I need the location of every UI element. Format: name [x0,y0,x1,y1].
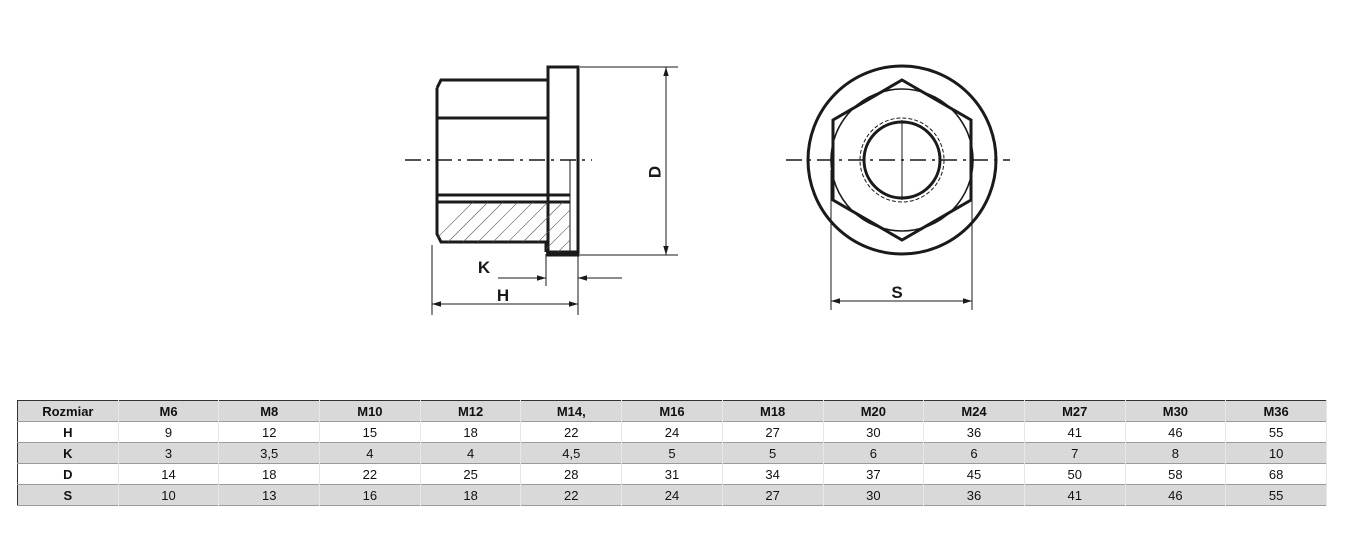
table-header-cell: Rozmiar [17,400,119,422]
table-cell: 3 [118,442,220,464]
table-cell: 22 [520,484,623,506]
table-cell: 7 [1024,442,1126,464]
table-cell: 41 [1024,484,1126,506]
dimension-s-label: S [891,283,902,302]
table-cell: 4,5 [520,442,623,464]
table-row: H 9 12 15 18 22 24 27 30 36 41 46 55 [17,421,1327,443]
table-cell: 55 [1225,484,1327,506]
row-label: K [17,442,119,464]
table-header-cell: M14, [520,400,623,422]
table-header-cell: M30 [1125,400,1227,422]
table-cell: 45 [923,463,1025,485]
table-cell: 28 [520,463,623,485]
size-table: Rozmiar M6 M8 M10 M12 M14, M16 M18 M20 M… [17,400,1327,506]
table-header-row: Rozmiar M6 M8 M10 M12 M14, M16 M18 M20 M… [17,400,1327,422]
table-cell: 22 [319,463,421,485]
table-cell: 10 [1225,442,1327,464]
table-header-cell: M8 [218,400,321,422]
table-cell: 15 [319,421,421,443]
table-header-cell: M24 [923,400,1025,422]
table-cell: 6 [923,442,1025,464]
table-cell: 13 [218,484,321,506]
table-cell: 24 [621,421,723,443]
table-cell: 9 [118,421,220,443]
row-label: D [17,463,119,485]
table-row: K 3 3,5 4 4 4,5 5 5 6 6 7 8 10 [17,442,1327,464]
table-cell: 30 [823,421,925,443]
table-cell: 5 [621,442,723,464]
table-cell: 37 [823,463,925,485]
table-cell: 14 [118,463,220,485]
table-header-cell: M20 [823,400,925,422]
table-cell: 27 [722,421,824,443]
table-cell: 58 [1125,463,1227,485]
dimension-k-label: K [478,258,491,277]
table-cell: 5 [722,442,824,464]
table-row: S 10 13 16 18 22 24 27 30 36 41 46 55 [17,484,1327,506]
table-cell: 46 [1125,484,1227,506]
table-cell: 46 [1125,421,1227,443]
dimension-d-label: D [646,166,665,178]
table-header-cell: M36 [1225,400,1327,422]
table-cell: 18 [420,484,522,506]
table-cell: 6 [823,442,925,464]
table-cell: 25 [420,463,522,485]
table-cell: 4 [420,442,522,464]
table-row: D 14 18 22 25 28 31 34 37 45 50 58 68 [17,463,1327,485]
table-cell: 50 [1024,463,1126,485]
table-header-cell: M16 [621,400,723,422]
table-cell: 24 [621,484,723,506]
table-header-cell: M27 [1024,400,1126,422]
table-cell: 27 [722,484,824,506]
side-view: D K H [405,65,678,315]
technical-drawing: D K H S [405,64,1010,315]
table-cell: 10 [118,484,220,506]
table-cell: 4 [319,442,421,464]
table-cell: 36 [923,484,1025,506]
table-cell: 22 [520,421,623,443]
table-cell: 36 [923,421,1025,443]
table-cell: 8 [1125,442,1227,464]
table-header-cell: M10 [319,400,421,422]
table-cell: 12 [218,421,321,443]
table-cell: 18 [420,421,522,443]
table-cell: 18 [218,463,321,485]
table-header-cell: M12 [420,400,522,422]
table-header-cell: M6 [118,400,220,422]
row-label: S [17,484,119,506]
table-header-cell: M18 [722,400,824,422]
table-cell: 68 [1225,463,1327,485]
table-cell: 16 [319,484,421,506]
table-cell: 41 [1024,421,1126,443]
table-cell: 34 [722,463,824,485]
row-label: H [17,421,119,443]
table-cell: 3,5 [218,442,321,464]
dimension-h-label: H [497,286,509,305]
table-cell: 55 [1225,421,1327,443]
front-view: S [786,64,1010,310]
table-cell: 30 [823,484,925,506]
table-cell: 31 [621,463,723,485]
